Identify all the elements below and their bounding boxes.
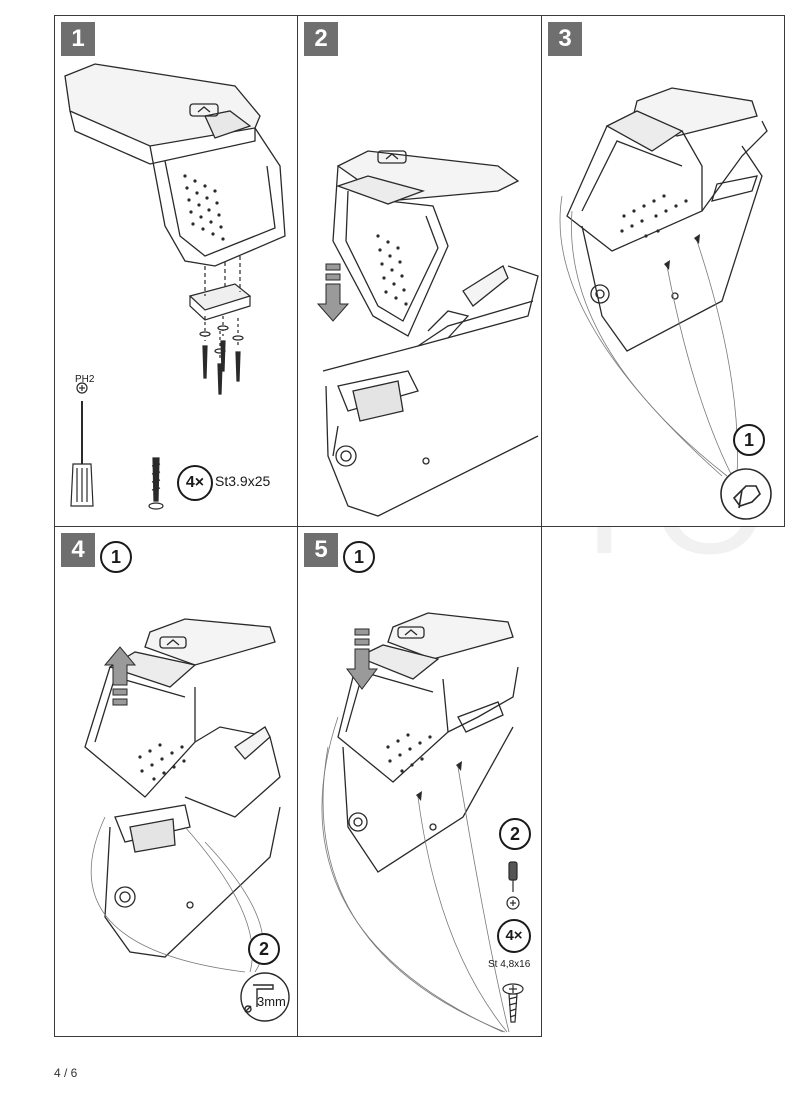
step-1-badge: 1	[61, 22, 95, 56]
step-5-sub-number: 1	[343, 541, 375, 573]
mounting-bracket	[190, 256, 250, 320]
step-4-callout-number: 2	[248, 933, 280, 965]
step-3-panel: 3	[541, 15, 785, 527]
screwdriver-icon	[71, 383, 93, 506]
self-tapping-screw-icon	[503, 984, 523, 1022]
armrest-lower-illustration	[298, 16, 542, 527]
screw-spec-label: St3.9x25	[215, 473, 271, 489]
step-2-panel: 2	[297, 15, 542, 527]
page-number: 4 / 6	[54, 1066, 78, 1080]
screwdriver-bit-icon	[507, 862, 519, 909]
down-arrow-icon	[347, 629, 377, 689]
step-4-panel: 4 1	[54, 526, 298, 1037]
step-3-callout-number: 1	[733, 424, 765, 456]
armrest-assembled-illustration	[542, 16, 785, 527]
step-1-panel: 1	[54, 15, 298, 527]
drill-size-label: 3mm	[257, 994, 286, 1009]
armrest-lift-illustration	[55, 527, 298, 1037]
tool-spec-label: PH2	[75, 374, 95, 385]
step-5-screw-spec-label: St 4,8x16	[488, 959, 531, 970]
drill-bit-icon	[241, 973, 289, 1021]
step-2-badge: 2	[304, 22, 338, 56]
screw-icon	[149, 458, 163, 509]
armrest-fasten-illustration	[298, 527, 542, 1037]
screws-group	[200, 316, 243, 394]
step-5-panel: 5 1	[297, 526, 542, 1037]
step-5-screw-count-badge: 4×	[497, 919, 531, 953]
up-arrow-icon	[105, 647, 135, 705]
step-5-badge: 5	[304, 533, 338, 567]
step-3-badge: 3	[548, 22, 582, 56]
down-arrow-icon	[318, 264, 348, 321]
step-4-badge: 4	[61, 533, 95, 567]
perforation-dots	[183, 174, 225, 241]
step-5-callout-number: 2	[499, 818, 531, 850]
hand-press-icon	[721, 469, 771, 519]
screw-count-badge: 4×	[177, 465, 213, 501]
step-4-sub-number: 1	[100, 541, 132, 573]
armrest-top-illustration	[55, 16, 298, 527]
